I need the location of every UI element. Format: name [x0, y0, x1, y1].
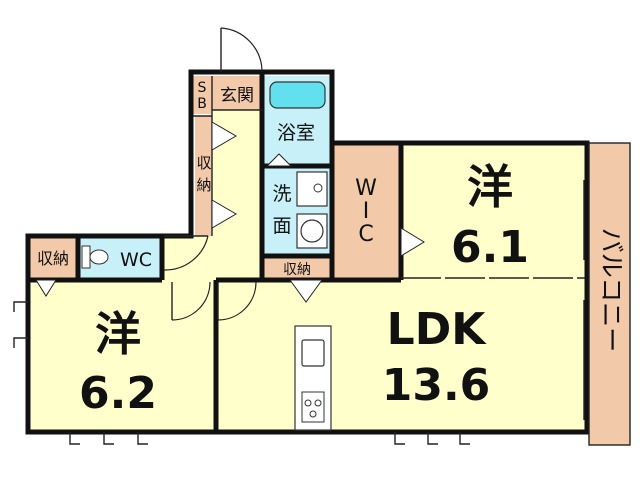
storage-center-label: 収納 [283, 262, 311, 278]
shoe-box-label-1: S [198, 80, 207, 96]
storage-door-icons [35, 121, 425, 303]
bath-label: 浴室 [277, 122, 315, 144]
washroom-label-2: 面 [272, 215, 291, 237]
ldk-floor [216, 280, 585, 430]
balcony-label: バルコニー [597, 228, 626, 353]
kitchen-counter-icon [294, 325, 332, 431]
storage-west-label: 収納 [37, 249, 69, 268]
entrance-door [220, 27, 263, 73]
ldk-size: 13.6 [382, 360, 491, 411]
washing-machine-icon [296, 213, 328, 249]
wic-floor [332, 145, 401, 280]
storage-hall-label-1: 収 [196, 154, 211, 172]
bedroom-west-floor [31, 280, 216, 430]
storage-hall-label-2: 納 [196, 176, 211, 194]
bedroom-west-door [171, 281, 211, 321]
wic-label-3: C [358, 222, 373, 247]
balcony-outline [588, 142, 631, 446]
hall-lower-floor [162, 236, 262, 280]
window-marks [13, 301, 470, 445]
stove-icon [301, 391, 325, 423]
shoe-box-label-2: B [197, 96, 207, 112]
bathtub-icon [269, 81, 326, 109]
washbasin-icon [296, 171, 328, 207]
wic-label-1: W [355, 176, 377, 201]
bedroom-west-size: 6.2 [79, 368, 157, 419]
ldk-type: LDK [387, 304, 488, 355]
wic-label-2: I [363, 199, 370, 224]
toilet-door [163, 235, 209, 271]
bedroom-east-type: 洋 [467, 160, 513, 214]
shoe-box-floor [193, 76, 212, 114]
bedroom-east-size: 6.1 [451, 222, 529, 273]
entrance-floor [212, 76, 262, 110]
storage-west-floor [28, 236, 78, 280]
bedroom-west-type: 洋 [95, 307, 141, 361]
washroom-label-1: 洗 [272, 183, 291, 205]
balcony-floor [589, 143, 630, 445]
toilet-label: WC [120, 249, 152, 271]
toilet-icon [81, 245, 109, 269]
exterior-wall [25, 69, 590, 435]
storage-center-floor [262, 256, 332, 280]
bedroom-east-floor [401, 145, 585, 280]
storage-hall-floor [195, 116, 212, 236]
entrance-label: 玄関 [220, 86, 254, 106]
ldk-door [217, 281, 257, 321]
